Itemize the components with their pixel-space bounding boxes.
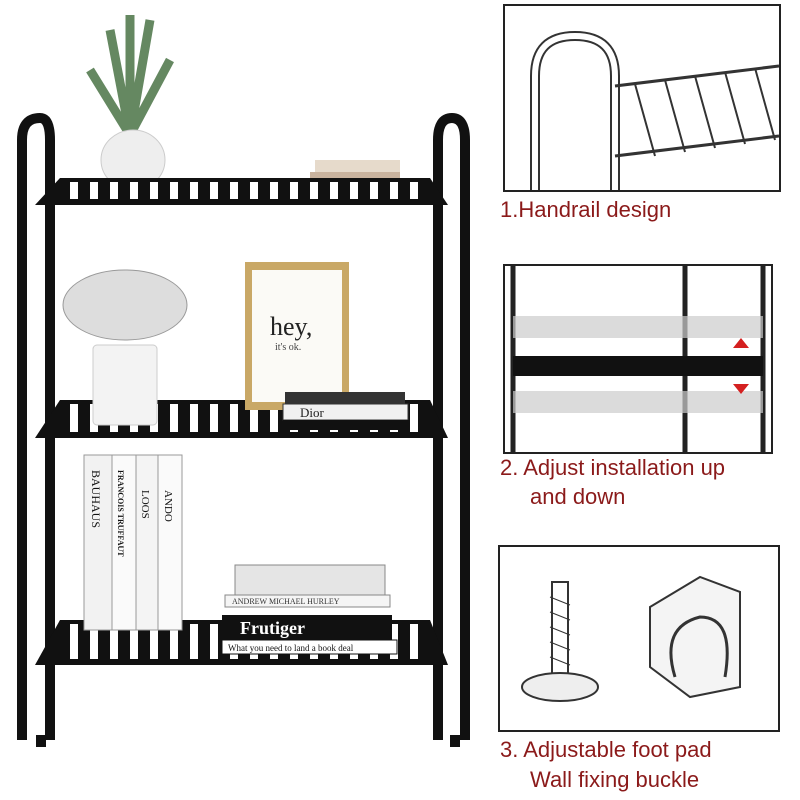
truffaut-text: FRANCOIS TRUFFAUT: [116, 470, 125, 557]
shelf-slat-gap: [90, 182, 98, 199]
shelf-slat-gap: [290, 182, 298, 199]
frame-subtext: it's ok.: [275, 342, 301, 353]
shelf-slat-gap: [170, 404, 178, 432]
shelf-slat-gap: [150, 624, 158, 659]
shelf-slat-gap: [110, 624, 118, 659]
shelf-slat-gap: [410, 182, 418, 199]
shelf-slat-gap: [310, 182, 318, 199]
dior-text: Dior: [300, 405, 325, 420]
shelf-slat-gap: [250, 182, 258, 199]
shelf-slat-gap: [410, 624, 418, 659]
flower-vase: [62, 269, 188, 426]
shelf-slat-gap: [170, 182, 178, 199]
shelf-slat-gap: [230, 404, 238, 432]
shelf-slat-gap: [150, 182, 158, 199]
adjust-detail-panel: [503, 264, 773, 454]
handrail-detail-panel: [503, 4, 781, 192]
shelf-slat-gap: [130, 624, 138, 659]
shelf-slat-gap: [350, 182, 358, 199]
shelf-slat-gap: [230, 182, 238, 199]
picture-frame: hey, it's ok.: [245, 262, 349, 410]
shelf-slat-gap: [330, 182, 338, 199]
ando-text: ANDO: [162, 490, 174, 522]
frame-text: hey,: [270, 312, 312, 341]
handrail-icon: [530, 30, 779, 190]
loos-text: LOOS: [139, 490, 151, 519]
book-stack-bottom: ANDREW MICHAEL HURLEY Frutiger What you …: [221, 564, 398, 655]
shelf-slat-gap: [390, 182, 398, 199]
shelf-1: [35, 178, 448, 205]
shelf-slat-gap: [70, 404, 78, 432]
shelf-slat-gap: [210, 182, 218, 199]
shelf-slat-gap: [250, 404, 258, 432]
uprights: [17, 112, 470, 747]
shelf-slat-gap: [130, 182, 138, 199]
potted-plant: [86, 15, 174, 191]
shelf-slat-gap: [270, 182, 278, 199]
book-deal-text: What you need to land a book deal: [228, 643, 354, 653]
caption-adjust-line1: 2. Adjust installation up: [500, 455, 726, 480]
caption-foot-line1: 3. Adjustable foot pad: [500, 737, 712, 762]
book-dior: Dior: [282, 392, 410, 430]
upright-books: BAUHAUS FRANCOIS TRUFFAUT LOOS ANDO: [83, 454, 183, 631]
shelf-slat-gap: [110, 182, 118, 199]
caption-handrail: 1.Handrail design: [500, 197, 672, 222]
shelf-slat-gap: [410, 404, 418, 432]
shelf-slat-gap: [370, 182, 378, 199]
hurley-text: ANDREW MICHAEL HURLEY: [232, 597, 340, 606]
frutiger-text: Frutiger: [240, 618, 305, 638]
shelf-slat-gap: [190, 182, 198, 199]
caption-adjust-line2: and down: [530, 484, 626, 509]
shelf-slat-gap: [190, 404, 198, 432]
adjustable-shelf-icon: [510, 266, 766, 452]
shelf-illustration: hey, it's ok. Dior BAUHAUS FRANCOIS TRUF…: [17, 15, 470, 747]
shelf-slat-gap: [90, 624, 98, 659]
shelf-slat-gap: [70, 182, 78, 199]
foot-pad-detail-panel: [498, 545, 780, 732]
caption-foot-line2: Wall fixing buckle: [530, 767, 700, 792]
shelf-slat-gap: [270, 404, 278, 432]
bauhaus-text: BAUHAUS: [89, 470, 103, 528]
shelf-slat-gap: [170, 624, 178, 659]
shelf-slat-gap: [70, 624, 78, 659]
foot-pad-and-buckle-icon: [521, 575, 741, 702]
shelf-slat-gap: [210, 404, 218, 432]
shelf-slat-gap: [210, 624, 218, 659]
shelf-slat-gap: [190, 624, 198, 659]
